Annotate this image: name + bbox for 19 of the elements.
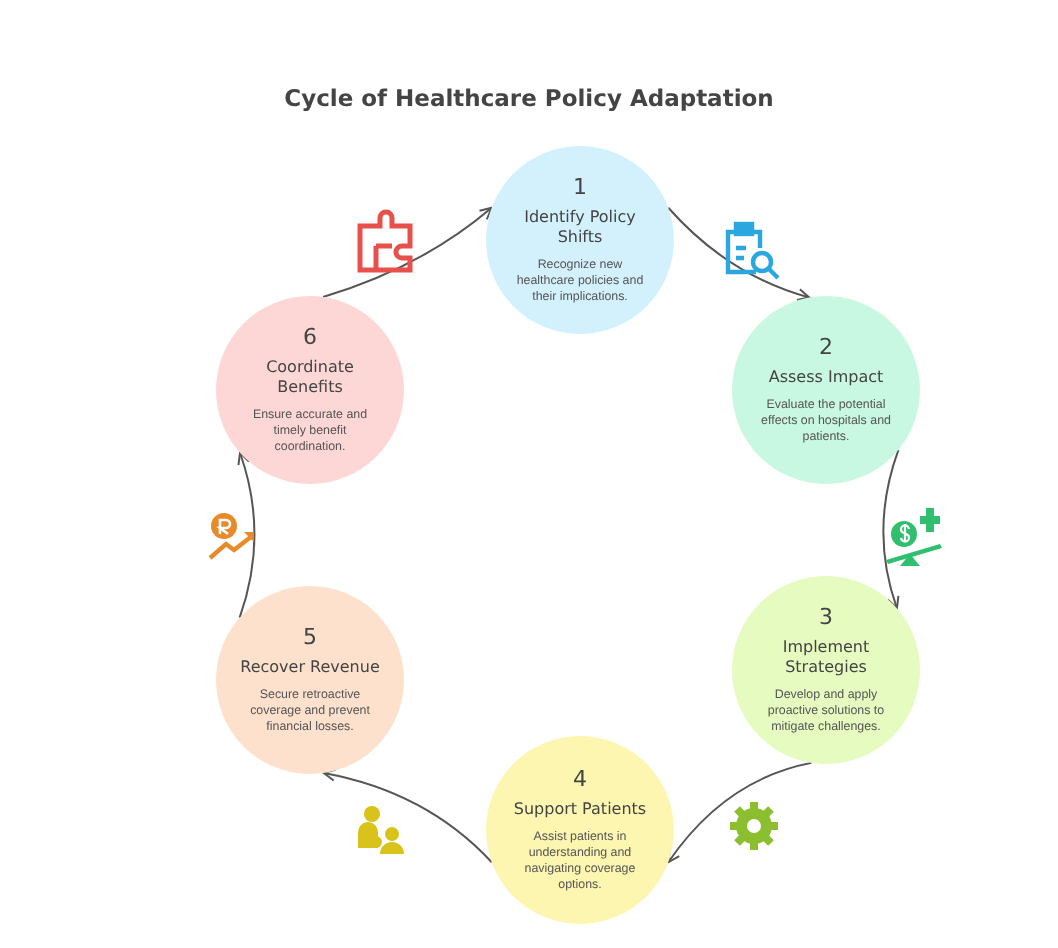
diagram-title: Cycle of Healthcare Policy Adaptation bbox=[282, 84, 776, 112]
step-number: 4 bbox=[573, 766, 587, 793]
arrow bbox=[237, 451, 256, 619]
arrow bbox=[667, 206, 811, 301]
arrow bbox=[322, 206, 493, 298]
step-heading: Support Patients bbox=[513, 800, 647, 820]
step-heading: Coordinate Benefits bbox=[264, 358, 356, 397]
arrow bbox=[882, 448, 900, 610]
arrow bbox=[322, 768, 493, 864]
step-number: 2 bbox=[819, 334, 833, 361]
step-number: 3 bbox=[819, 604, 833, 631]
arrow bbox=[667, 761, 813, 864]
step-number: 1 bbox=[573, 174, 587, 201]
step-heading: Recover Revenue bbox=[240, 658, 380, 678]
step-heading: Identify Policy Shifts bbox=[522, 208, 638, 247]
step-number: 5 bbox=[303, 624, 317, 651]
step-heading: Implement Strategies bbox=[780, 638, 872, 677]
step-number: 6 bbox=[303, 324, 317, 351]
step-heading: Assess Impact bbox=[768, 368, 884, 388]
